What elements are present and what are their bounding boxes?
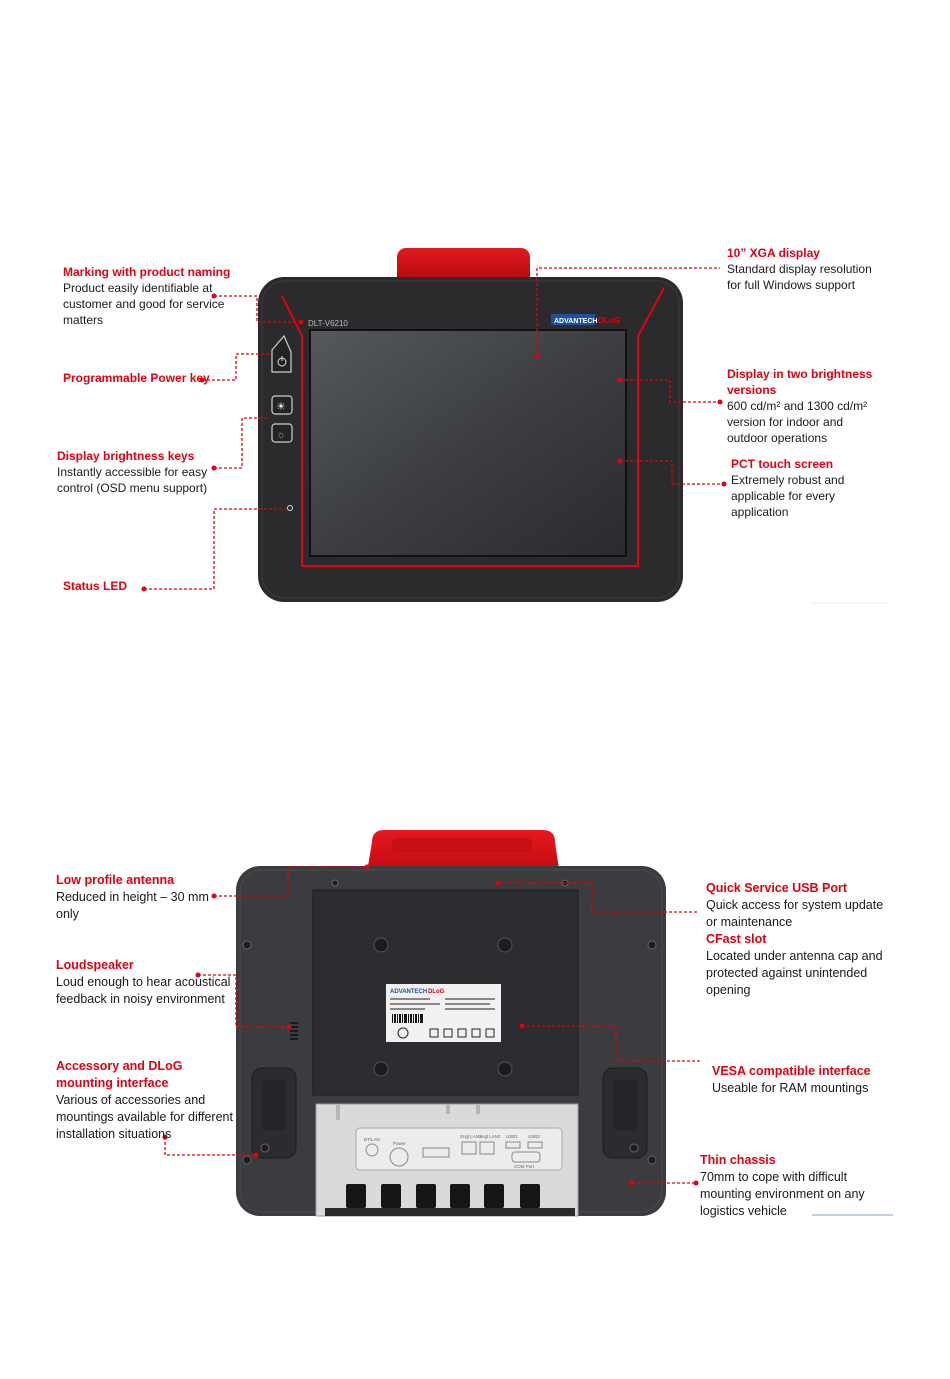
status-led [287,505,293,511]
product-label-suffix: DLoG [428,989,445,995]
brand-label: ADVANTECH [554,318,597,325]
brand-suffix: DLoG [598,316,620,325]
callout-pct-title: PCT touch screen [731,457,834,471]
callout-cfast-title: CFast slot [706,932,767,946]
port-label-power: Power [393,1141,406,1146]
callout-usb-title: Quick Service USB Port [706,881,848,895]
mounting-interface-left [251,1067,297,1159]
barcode [392,1014,423,1023]
callout-loudspeaker-desc: Loud enough to hear acoustical feedback … [56,975,231,1006]
callout-marking-title: Marking with product naming [63,265,231,279]
callout-vesa: VESA compatible interface Useable for RA… [712,1063,892,1097]
product-label-brand: ADVANTECH [390,989,427,995]
callout-accessory: Accessory and DLoG mounting interface Va… [56,1058,236,1143]
callout-accessory-desc: Various of accessories and mountings ava… [56,1093,233,1141]
front-screen [309,329,627,557]
callout-accessory-title: Accessory and DLoG mounting interface [56,1059,183,1090]
callout-xga-title: 10” XGA display [727,246,820,260]
port-label-lan2: Sngl LAN2 [479,1134,501,1139]
chassis-screws [242,879,657,1165]
cable-glands [346,1184,540,1208]
callout-loudspeaker-title: Loudspeaker [56,958,134,972]
vesa-plate [312,889,579,1096]
callout-brightness-versions: Display in two brightness versions 600 c… [727,366,877,446]
callout-loudspeaker: Loudspeaker Loud enough to hear acoustic… [56,957,236,1008]
port-label-com: COM Port [514,1164,535,1169]
callout-xga: 10” XGA display Standard display resolut… [727,245,887,293]
port-label-usb2: USB2 [528,1134,540,1139]
callout-power-title: Programmable Power key [63,371,210,385]
brightness-down-key [271,423,293,443]
port-label-lan1: Sngl LAN1 [460,1134,482,1139]
callout-vesa-desc: Useable for RAM mountings [712,1081,869,1095]
front-leader-dots [141,293,727,592]
callout-status-led-title: Status LED [63,579,128,593]
callout-brightness-keys: Display brightness keys Instantly access… [57,448,227,496]
callout-xga-desc: Standard display resolution for full Win… [727,262,872,292]
callout-chassis-title: Thin chassis [700,1153,776,1167]
port-label-usb1: USB1 [506,1134,518,1139]
vesa-screws [373,937,513,1077]
callout-antenna: Low profile antenna Reduced in height – … [56,872,221,923]
back-leader-lines [164,866,700,1184]
callout-usb-desc: Quick access for system update or mainte… [706,898,884,929]
loudspeaker-grille [290,1022,298,1040]
product-label [386,984,501,1042]
brightness-up-key [271,395,293,415]
callout-pct-desc: Extremely robust and applicable for ever… [731,473,845,519]
callout-cfast-desc: Located under antenna cap and protected … [706,949,883,997]
port-label-bt: BT/LAN [364,1137,380,1142]
callout-antenna-desc: Reduced in height – 30 mm only [56,890,209,921]
sun-dim-icon: ☼ [276,429,286,441]
callout-power: Programmable Power key [63,370,223,386]
callout-brightness-versions-title: Display in two brightness versions [727,367,873,397]
mounting-interface-right [602,1067,648,1159]
back-chassis [236,866,666,1216]
back-handle [364,830,562,890]
back-leader-dots [162,864,699,1186]
callout-brightness-keys-title: Display brightness keys [57,449,195,463]
callout-antenna-title: Low profile antenna [56,873,175,887]
callout-chassis-desc: 70mm to cope with difficult mounting env… [700,1170,865,1218]
callout-marking-desc: Product easily identifiable at customer … [63,281,225,327]
sun-icon: ☀ [276,401,286,413]
callout-chassis: Thin chassis 70mm to cope with difficult… [700,1152,885,1220]
front-device-illustration: DLT-V6210 ADVANTECH DLoG ☀ ☼ [141,248,890,604]
callout-vesa-title: VESA compatible interface [712,1064,871,1078]
io-panel [315,1103,579,1217]
callout-pct: PCT touch screen Extremely robust and ap… [731,456,861,520]
callout-marking: Marking with product naming Product easi… [63,264,238,328]
front-leader-lines [144,267,724,590]
callout-brightness-keys-desc: Instantly accessible for easy control (O… [57,465,208,495]
callout-brightness-versions-desc: 600 cd/m² and 1300 cd/m² version for ind… [727,399,868,445]
callout-status-led: Status LED [63,578,163,594]
callout-usb: Quick Service USB Port Quick access for … [706,880,896,999]
model-label: DLT-V6210 [308,319,348,328]
